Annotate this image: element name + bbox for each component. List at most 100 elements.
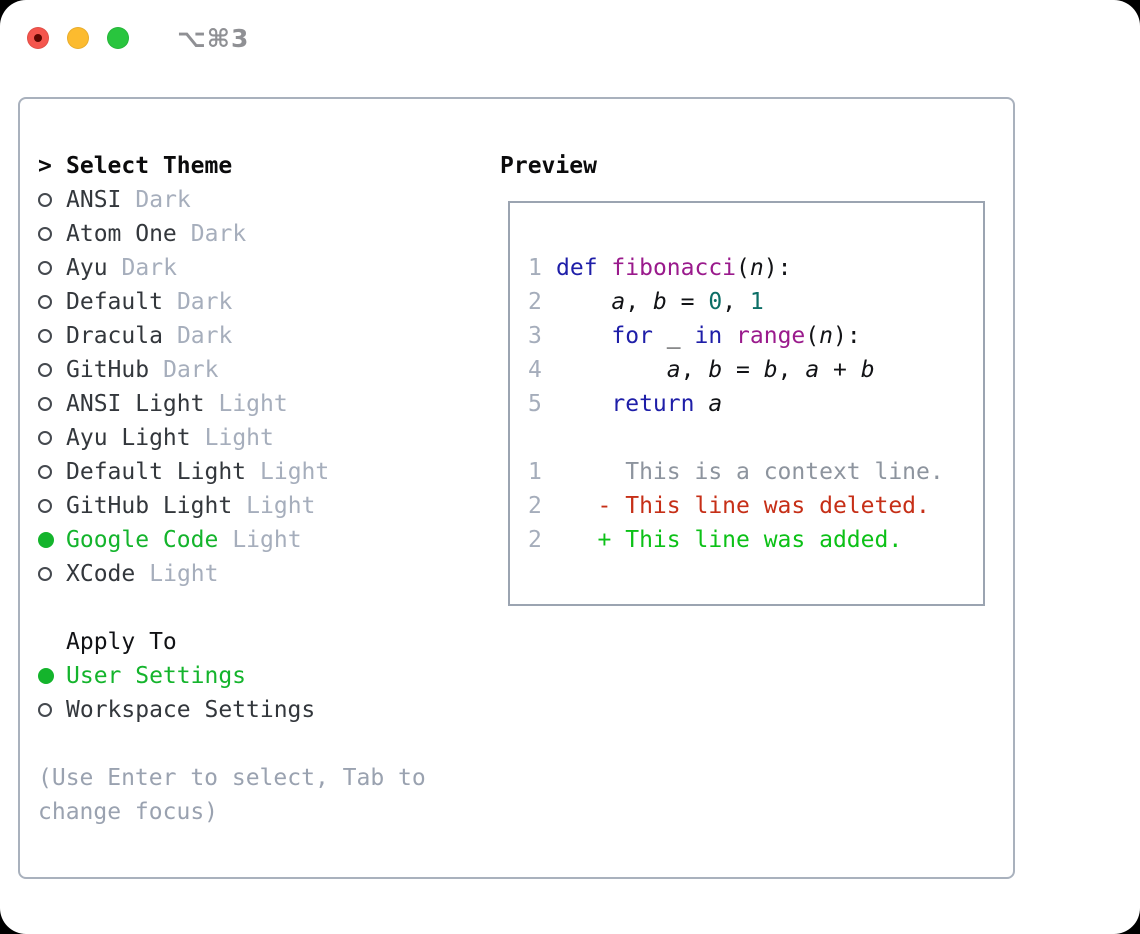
theme-option-label: Google Code bbox=[66, 527, 219, 553]
code-token: n bbox=[819, 323, 834, 349]
radio-unselected-icon bbox=[38, 227, 52, 241]
diff-line-add: 2 + This line was added. bbox=[528, 523, 983, 557]
radio-unselected-icon bbox=[38, 465, 52, 479]
minimize-button[interactable] bbox=[67, 27, 89, 49]
theme-variant-label: Dark bbox=[121, 255, 177, 281]
code-token: range bbox=[736, 323, 806, 349]
diff-line-ctx: 1 This is a context line. bbox=[528, 455, 983, 489]
apply-to-header: Apply To bbox=[38, 625, 426, 659]
theme-option-label: GitHub bbox=[66, 357, 150, 383]
radio-bullet bbox=[38, 227, 66, 241]
code-token: n bbox=[749, 255, 764, 281]
theme-variant-label: Light bbox=[246, 493, 316, 519]
theme-variant-label: Dark bbox=[135, 187, 191, 213]
theme-option-label: Dracula bbox=[66, 323, 163, 349]
code-token: , bbox=[722, 289, 750, 315]
theme-option[interactable]: Default Light Light bbox=[38, 455, 426, 489]
theme-option-label: ANSI bbox=[66, 187, 122, 213]
line-number: 1 bbox=[528, 459, 542, 485]
theme-option[interactable]: ANSI Dark bbox=[38, 183, 426, 217]
code-token: a bbox=[611, 289, 626, 315]
close-button[interactable] bbox=[27, 27, 49, 49]
apply-to-title: Apply To bbox=[66, 629, 177, 655]
code-line: 4 a, b = b, a + b bbox=[528, 353, 983, 387]
theme-option-label: Default bbox=[66, 289, 163, 315]
radio-selected-icon bbox=[38, 532, 54, 548]
apply-to-option[interactable]: Workspace Settings bbox=[38, 693, 426, 727]
radio-unselected-icon bbox=[38, 295, 52, 309]
code-line: 3 for _ in range(n): bbox=[528, 319, 983, 353]
diff-text: - This line was deleted. bbox=[556, 493, 930, 519]
line-number: 5 bbox=[528, 391, 542, 417]
zoom-button[interactable] bbox=[107, 27, 129, 49]
code-token: = bbox=[722, 357, 764, 383]
radio-unselected-icon bbox=[38, 193, 52, 207]
radio-bullet bbox=[38, 703, 66, 717]
line-number: 2 bbox=[528, 527, 542, 553]
code-line: 2 a, b = 0, 1 bbox=[528, 285, 983, 319]
theme-option-label: Ayu Light bbox=[66, 425, 191, 451]
code-token: in bbox=[694, 323, 723, 349]
apply-to-option-label: Workspace Settings bbox=[66, 697, 316, 723]
hint-line: change focus) bbox=[38, 799, 219, 825]
radio-bullet bbox=[38, 465, 66, 479]
theme-option[interactable]: Ayu Dark bbox=[38, 251, 426, 285]
apply-to-option[interactable]: User Settings bbox=[38, 659, 426, 693]
radio-bullet bbox=[38, 193, 66, 207]
apply-to-option-label: User Settings bbox=[66, 663, 247, 689]
theme-variant-label: Light bbox=[260, 459, 330, 485]
theme-variant-label: Light bbox=[149, 561, 219, 587]
code-token: ( bbox=[805, 323, 820, 349]
code-token bbox=[598, 255, 612, 281]
code-line: 5 return a bbox=[528, 387, 983, 421]
code-token: ): bbox=[833, 323, 861, 349]
code-tokens: def fibonacci(n): bbox=[556, 255, 791, 281]
code-token: , bbox=[680, 357, 709, 383]
code-token: a bbox=[666, 357, 681, 383]
radio-bullet bbox=[38, 431, 66, 445]
radio-bullet bbox=[38, 329, 66, 343]
radio-bullet bbox=[38, 567, 66, 581]
theme-variant-label: Dark bbox=[190, 221, 247, 247]
code-token: ( bbox=[736, 255, 750, 281]
preview-title: Preview bbox=[500, 153, 597, 179]
theme-option[interactable]: Dracula Dark bbox=[38, 319, 426, 353]
radio-unselected-icon bbox=[38, 567, 52, 581]
select-theme-header: >Select Theme bbox=[38, 149, 426, 183]
theme-option-label: Default Light bbox=[66, 459, 247, 485]
code-token: b bbox=[708, 357, 723, 383]
diff-text: This is a context line. bbox=[556, 459, 944, 485]
code-token bbox=[722, 323, 736, 349]
radio-bullet bbox=[38, 499, 66, 513]
unsaved-dot-icon bbox=[34, 34, 42, 42]
theme-option-label: GitHub Light bbox=[66, 493, 233, 519]
code-token bbox=[694, 391, 708, 417]
code-token bbox=[556, 357, 667, 383]
radio-bullet bbox=[38, 397, 66, 411]
code-token: = bbox=[666, 289, 709, 315]
theme-option[interactable]: GitHub Light Light bbox=[38, 489, 426, 523]
diff-line-del: 2 - This line was deleted. bbox=[528, 489, 983, 523]
radio-bullet bbox=[38, 295, 66, 309]
focus-caret-icon: > bbox=[38, 153, 52, 179]
code-token: fibonacci bbox=[611, 255, 737, 281]
radio-unselected-icon bbox=[38, 397, 52, 411]
code-token: 0 bbox=[708, 289, 723, 315]
theme-option-label: Ayu bbox=[66, 255, 108, 281]
theme-variant-label: Dark bbox=[176, 323, 233, 349]
radio-unselected-icon bbox=[38, 261, 52, 275]
